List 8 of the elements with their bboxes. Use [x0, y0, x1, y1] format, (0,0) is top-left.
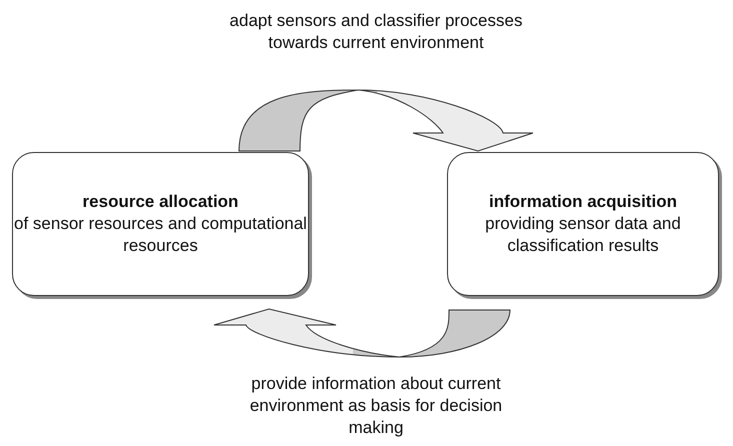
process-box [447, 152, 719, 296]
curved-arrow [238, 90, 534, 152]
box-description: providing sensor data and classification results [484, 213, 682, 257]
process-box [12, 152, 309, 296]
box-description: of sensor resources and computational resources [13, 213, 308, 257]
box-heading: information acquisition [489, 191, 677, 213]
box-heading: resource allocation [82, 191, 238, 213]
curved-arrow [214, 308, 510, 358]
